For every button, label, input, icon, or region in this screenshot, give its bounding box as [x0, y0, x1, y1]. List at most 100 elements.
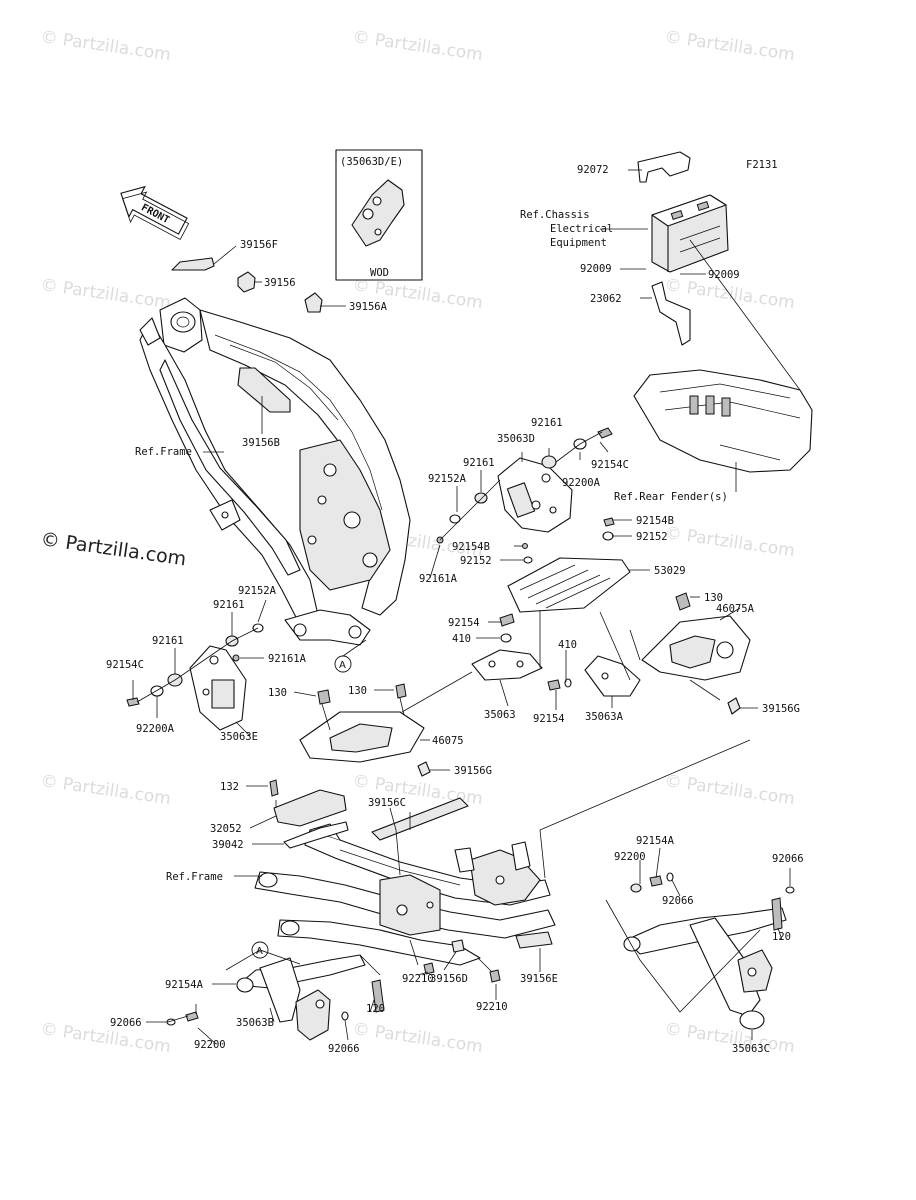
part-label: 92161	[531, 417, 563, 429]
svg-text:A: A	[256, 946, 263, 957]
inset-caption: WOD	[370, 267, 389, 279]
part-label: 35063B	[236, 1017, 274, 1029]
footrest-bracket-35063b-drawing	[236, 954, 366, 1041]
part-label: 120	[772, 931, 791, 943]
part-label: 92152A	[428, 473, 467, 485]
bolt-132	[269, 779, 279, 797]
pad-39156e	[515, 931, 553, 949]
nut-92210	[489, 969, 501, 983]
part-label: 39156F	[240, 239, 278, 251]
part-label: 92154C	[591, 459, 629, 471]
part-label: 39156A	[349, 301, 388, 313]
ref-chassis-electrical-line2: Electrical	[550, 223, 613, 235]
svg-text:A: A	[339, 660, 346, 671]
part-label: 92072	[577, 164, 609, 176]
inset-title: (35063D/E)	[340, 156, 403, 168]
part-label: 46075A	[716, 603, 755, 615]
pad-39156	[237, 271, 256, 293]
washer-92066	[666, 872, 674, 882]
watermark: © Partzilla.com	[351, 27, 484, 65]
watermark: © Partzilla.com	[39, 771, 172, 809]
front-arrow-icon: FRONT	[120, 185, 190, 241]
part-label: 92161A	[268, 653, 307, 665]
part-label: 39156E	[520, 973, 558, 985]
strip-39042	[283, 821, 349, 849]
bolt-92154c	[126, 697, 140, 707]
part-label: 53029	[654, 565, 686, 577]
pad-39156b	[237, 367, 291, 413]
footrest-bracket-35063e-drawing	[189, 645, 247, 731]
part-label: 35063C	[732, 1043, 770, 1055]
part-label: 35063E	[220, 731, 258, 743]
part-label: 92066	[110, 1017, 142, 1029]
part-label: 92154C	[106, 659, 144, 671]
part-label: 23062	[590, 293, 622, 305]
watermark: © Partzilla.com	[39, 27, 172, 65]
part-label: 39042	[212, 839, 244, 851]
watermark: © Partzilla.com	[663, 771, 796, 809]
part-label: 92210	[476, 1001, 508, 1013]
part-label: 46075	[432, 735, 464, 747]
part-label: 92154A	[636, 835, 675, 847]
part-label: 130	[704, 592, 723, 604]
callout-marker-a: A	[334, 655, 352, 673]
part-label: 92200	[614, 851, 646, 863]
collar-92152a	[449, 514, 461, 524]
footrest-bracket-35063c-drawing	[623, 907, 787, 1030]
footpeg-53029-drawing	[507, 557, 631, 613]
part-labels: 39156F 39156 39156A 39156B 92072 92009 9…	[106, 164, 804, 1055]
bolt-92154a	[649, 875, 663, 887]
leader-lines	[132, 169, 801, 1045]
watermark: © Partzilla.com	[351, 1019, 484, 1057]
watermark: © Partzilla.com	[663, 1019, 796, 1057]
part-label: 410	[558, 639, 577, 651]
pad-39156g	[417, 761, 431, 777]
plate-32052	[273, 789, 347, 827]
part-label: 92154A	[165, 979, 204, 991]
part-label: 92154	[533, 713, 565, 725]
part-label: 39156D	[430, 973, 468, 985]
washer-92200	[630, 883, 642, 893]
part-label: 92210	[402, 973, 434, 985]
part-label: 92066	[772, 853, 804, 865]
part-label: 92161	[213, 599, 245, 611]
part-label: 92200	[194, 1039, 226, 1051]
pad-39156g	[727, 697, 741, 715]
watermark: © Partzilla.com	[39, 275, 172, 313]
part-label: 92161	[152, 635, 184, 647]
screw-130	[675, 592, 691, 611]
pad-39156d	[451, 939, 465, 953]
part-label: 92152	[460, 555, 492, 567]
bolt-92154b	[603, 517, 615, 527]
part-label: 92161A	[419, 573, 458, 585]
part-label: 39156	[264, 277, 296, 289]
ref-rear-fender: Ref.Rear Fender(s)	[614, 491, 728, 503]
heel-guard-46075a-drawing	[641, 615, 751, 681]
part-label: 92154	[448, 617, 480, 629]
part-label: 92152	[636, 531, 668, 543]
part-label: 92200A	[136, 723, 175, 735]
ref-frame-lower: Ref.Frame	[166, 871, 223, 883]
collar-92152	[523, 556, 533, 564]
bolt-92154a	[185, 1011, 199, 1022]
part-label: 39156B	[242, 437, 280, 449]
part-label: 92009	[708, 269, 740, 281]
part-label: 410	[452, 633, 471, 645]
part-label: 32052	[210, 823, 242, 835]
footpeg-bracket-35063a-drawing	[584, 655, 641, 697]
bolt-92154b	[522, 543, 528, 549]
washer-410	[564, 678, 572, 688]
part-label: 39156G	[762, 703, 800, 715]
bracket-23062	[651, 281, 691, 346]
washer-410	[500, 633, 512, 643]
bolt-92161a	[232, 654, 240, 662]
part-label: 35063A	[585, 711, 624, 723]
part-label: 130	[268, 687, 287, 699]
part-label: 39156G	[454, 765, 492, 777]
main-frame-drawing	[139, 297, 411, 646]
inset-variant-box: (35063D/E) WOD	[335, 149, 423, 281]
watermark: © Partzilla.com	[663, 27, 796, 65]
screw-130	[395, 683, 407, 699]
pin-120	[771, 897, 783, 931]
